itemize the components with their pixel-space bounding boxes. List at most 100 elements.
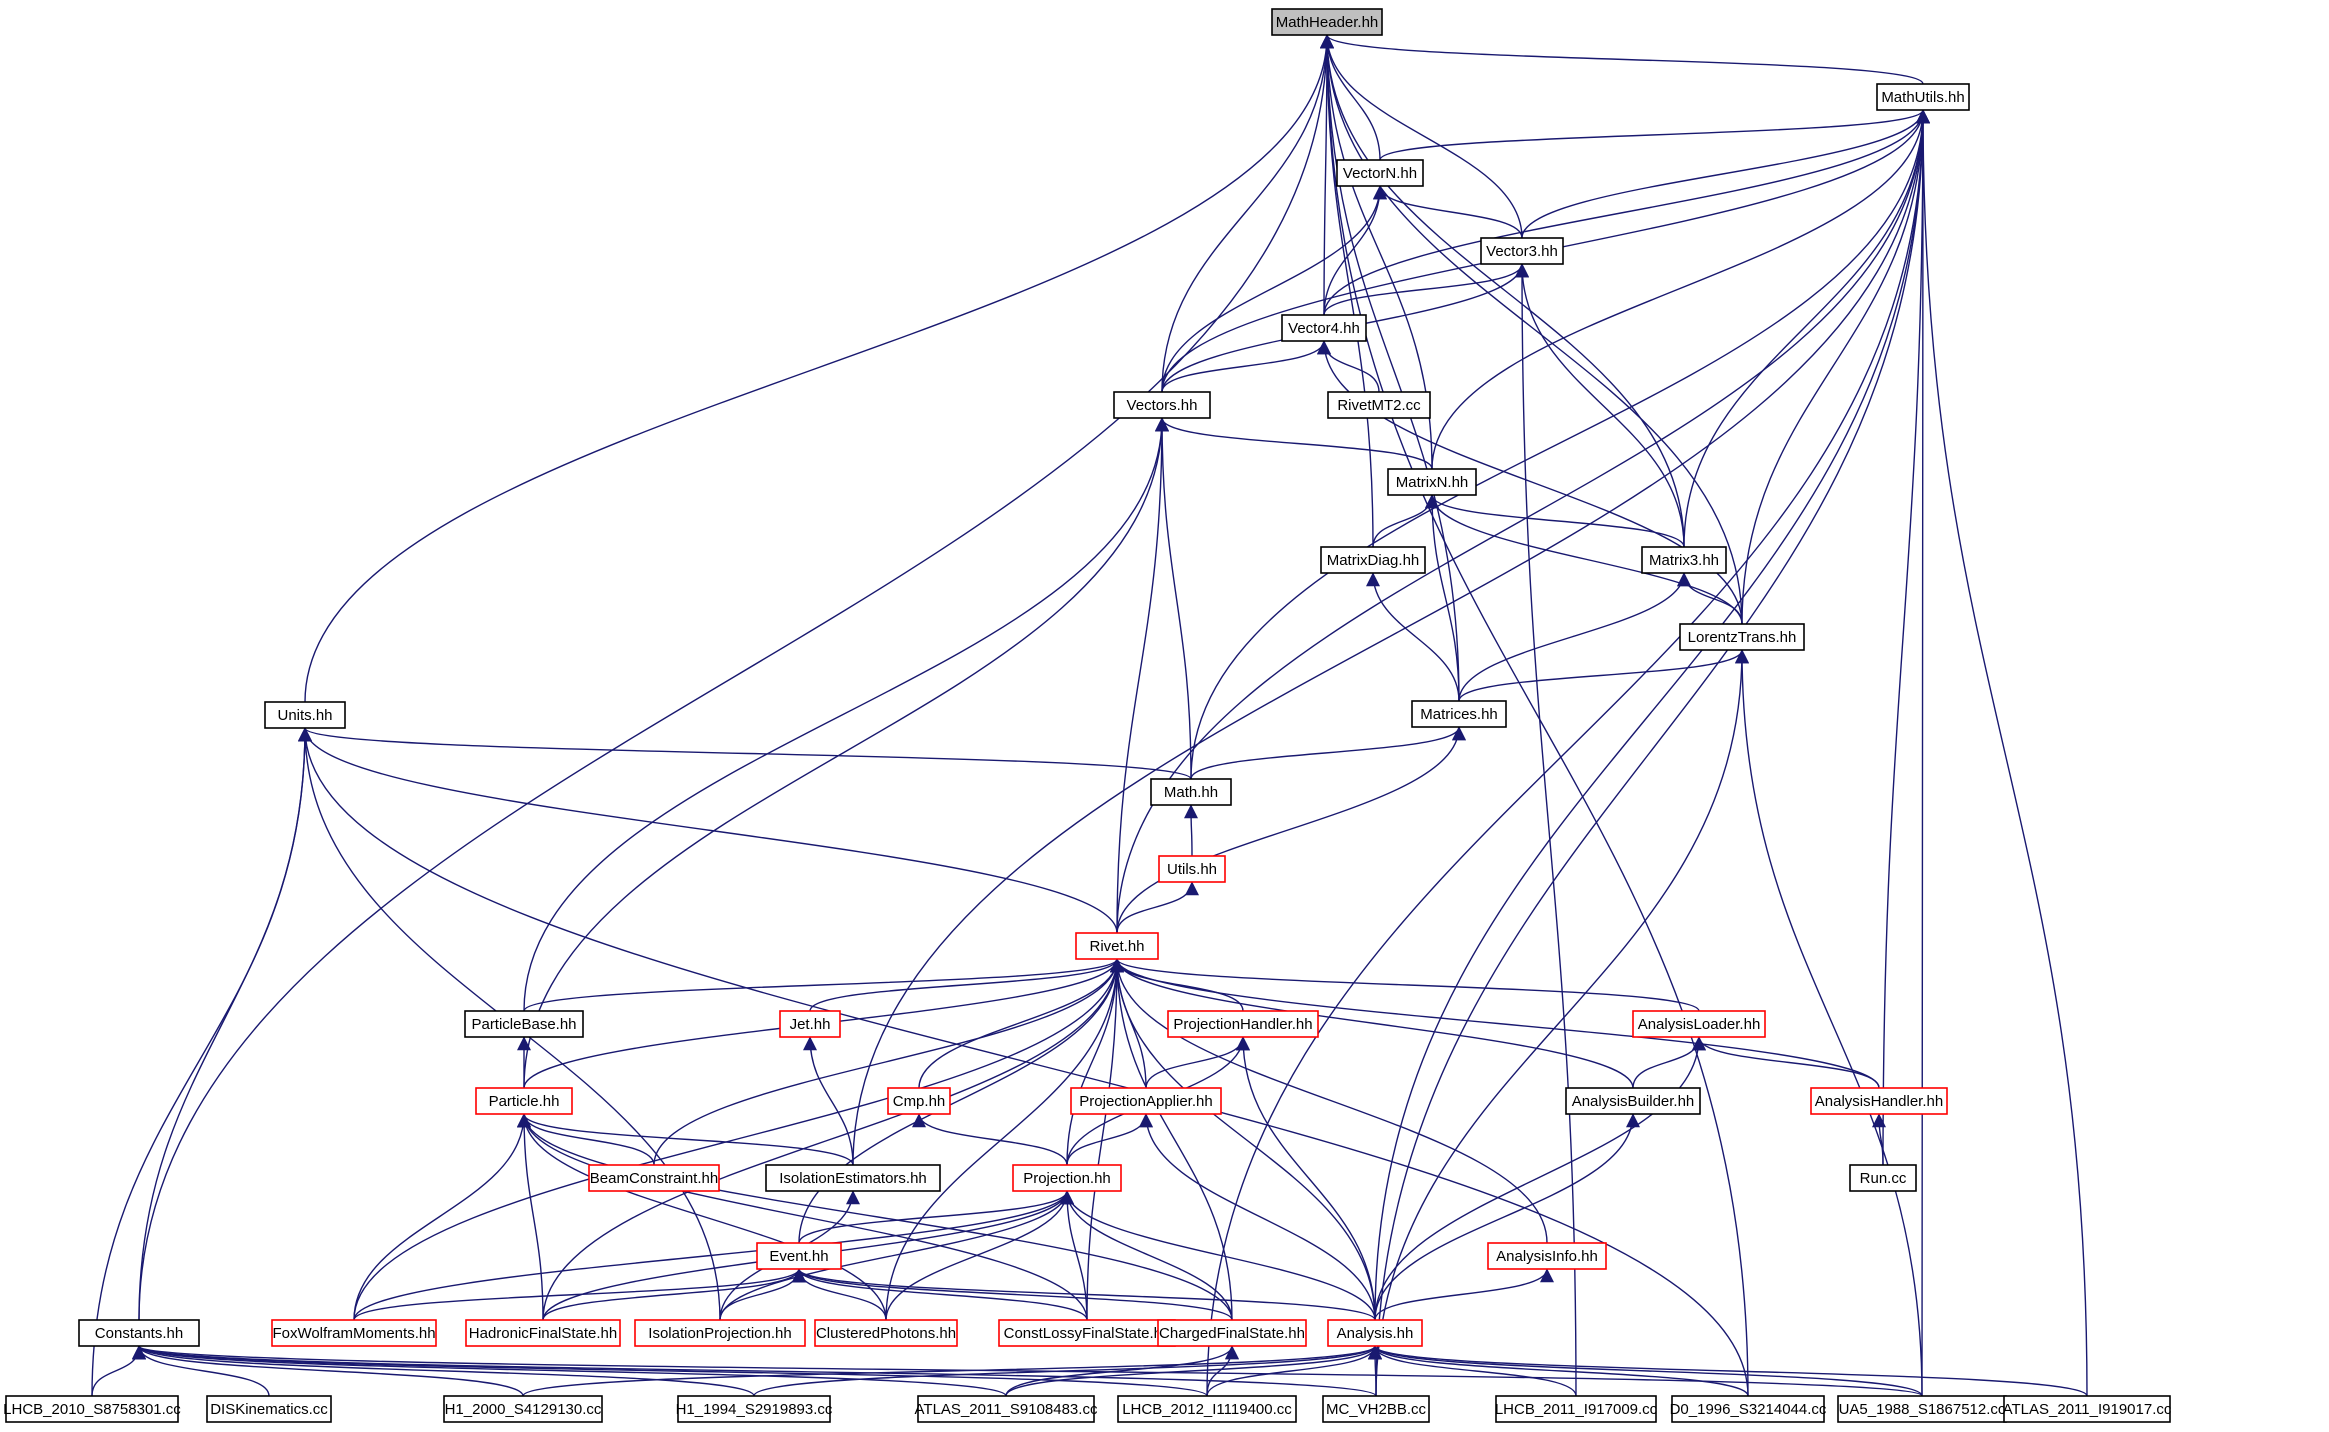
node-run[interactable]: Run.cc [1849,1164,1917,1192]
edge-math-to-matrices [1190,726,1466,780]
edge-clusteredphotons-to-projection [885,1190,1074,1321]
edge-analysisloader-to-rivet [1110,958,1700,1012]
edge-h12000-to-analysis [522,1345,1382,1397]
node-box [1849,1164,1917,1192]
node-cmp[interactable]: Cmp.hh [887,1087,951,1115]
node-lhcb2012[interactable]: LHCB_2012_I1119400.cc [1117,1395,1297,1423]
edge-particlebase-to-vectors [523,417,1169,1012]
node-box [5,1395,179,1423]
edge-atlas2011s-to-analysis [1005,1345,1382,1397]
node-jet[interactable]: Jet.hh [779,1010,841,1038]
node-box [887,1087,951,1115]
node-hadronicfs[interactable]: HadronicFinalState.hh [465,1319,621,1347]
node-projectionapplier[interactable]: ProjectionApplier.hh [1070,1087,1222,1115]
node-box [2003,1395,2171,1423]
node-label: BeamConstraint.hh [590,1170,718,1187]
node-ua51988[interactable]: UA5_1988_S1867512.cc [1837,1395,2007,1423]
node-label: IsolationProjection.hh [648,1325,791,1342]
edge-hadronicfs-to-rivet [542,958,1124,1321]
edge-vector4-to-vectorn [1323,185,1387,316]
node-analysisinfo[interactable]: AnalysisInfo.hh [1487,1242,1607,1270]
node-particlebase[interactable]: ParticleBase.hh [464,1010,584,1038]
node-label: VectorN.hh [1343,165,1417,182]
node-mathheader[interactable]: MathHeader.hh [1271,8,1383,36]
node-label: FoxWolframMoments.hh [272,1325,435,1342]
node-constants[interactable]: Constants.hh [78,1319,200,1347]
edge-foxwolfram-to-particle [353,1113,531,1321]
node-math[interactable]: Math.hh [1150,778,1232,806]
node-vectorn[interactable]: VectorN.hh [1336,159,1424,187]
node-rivet[interactable]: Rivet.hh [1075,932,1159,960]
node-isolationestimators[interactable]: IsolationEstimators.hh [765,1164,941,1192]
node-diskinematics[interactable]: DISKinematics.cc [206,1395,332,1423]
node-rivetmt2[interactable]: RivetMT2.cc [1327,391,1431,419]
node-box [765,1164,941,1192]
edge-matrixn-to-mathutils [1431,109,1930,470]
edge-lorentztrans-to-matrixn [1425,494,1743,625]
node-box [1336,159,1424,187]
node-analysishandler[interactable]: AnalysisHandler.hh [1810,1087,1948,1115]
node-vectors[interactable]: Vectors.hh [1113,391,1211,419]
node-beamconstraint[interactable]: BeamConstraint.hh [588,1164,720,1192]
node-isolationprojection[interactable]: IsolationProjection.hh [634,1319,806,1347]
node-atlas2011i[interactable]: ATLAS_2011_I919017.cc [2003,1395,2172,1423]
node-matrices[interactable]: Matrices.hh [1411,700,1507,728]
node-vector4[interactable]: Vector4.hh [1281,314,1367,342]
node-matrix3[interactable]: Matrix3.hh [1641,546,1727,574]
node-constlossyfs[interactable]: ConstLossyFinalState.hh [998,1319,1176,1347]
node-box [465,1319,621,1347]
edge-h12000-to-constants [132,1345,524,1397]
node-chargedfs[interactable]: ChargedFinalState.hh [1157,1319,1307,1347]
node-box [206,1395,332,1423]
node-box [1117,1395,1297,1423]
node-d01996[interactable]: D0_1996_S3214044.cc [1670,1395,1827,1423]
node-box [1641,546,1727,574]
edge-h11994-to-analysis [753,1345,1382,1397]
edge-particle-to-vectors [523,417,1169,1089]
node-particle[interactable]: Particle.hh [475,1087,573,1115]
node-label: H1_1994_S2919893.cc [676,1401,833,1418]
node-event[interactable]: Event.hh [756,1242,842,1270]
node-box [1480,237,1564,265]
node-box [1327,391,1431,419]
edge-cmp-to-rivet [918,958,1124,1089]
edge-lhcb2010-to-constants [91,1345,146,1397]
edge-ua51988-to-lorentztrans [1735,649,1923,1397]
node-label: Analysis.hh [1337,1325,1414,1342]
node-lorentztrans[interactable]: LorentzTrans.hh [1679,623,1805,651]
node-lhcb2011[interactable]: LHCB_2011_I917009.cc [1495,1395,1658,1423]
node-label: HadronicFinalState.hh [469,1325,617,1342]
node-mcvh2bb[interactable]: MC_VH2BB.cc [1322,1395,1430,1423]
node-box [271,1319,437,1347]
node-matrixn[interactable]: MatrixN.hh [1387,468,1477,496]
node-box [814,1319,958,1347]
edge-analysis-to-projection [1060,1190,1376,1321]
edge-vector3-to-mathheader [1320,34,1523,239]
node-h12000[interactable]: H1_2000_S4129130.cc [443,1395,603,1423]
edge-atlas2011i-to-analysis [1368,1345,2088,1397]
node-h11994[interactable]: H1_1994_S2919893.cc [676,1395,833,1423]
node-foxwolfram[interactable]: FoxWolframMoments.hh [271,1319,437,1347]
node-lhcb2010[interactable]: LHCB_2010_S8758301.cc [3,1395,181,1423]
node-projectionhandler[interactable]: ProjectionHandler.hh [1167,1010,1319,1038]
edge-analysis-to-mathutils [1374,109,1930,1321]
node-analysis[interactable]: Analysis.hh [1327,1319,1423,1347]
edge-rivet-to-units [298,727,1118,934]
node-utils[interactable]: Utils.hh [1158,855,1226,883]
node-box [1322,1395,1430,1423]
edge-run-to-mathutils [1882,109,1930,1166]
edge-projection-to-cmp [912,1113,1068,1166]
node-clusteredphotons[interactable]: ClusteredPhotons.hh [814,1319,958,1347]
node-label: AnalysisBuilder.hh [1572,1093,1695,1110]
node-label: LHCB_2010_S8758301.cc [3,1401,181,1418]
node-analysisbuilder[interactable]: AnalysisBuilder.hh [1565,1087,1701,1115]
node-atlas2011s[interactable]: ATLAS_2011_S9108483.cc [915,1395,1098,1423]
edge-vectorn-to-mathutils [1379,109,1930,161]
node-mathutils[interactable]: MathUtils.hh [1876,83,1970,111]
node-analysisloader[interactable]: AnalysisLoader.hh [1632,1010,1766,1038]
node-units[interactable]: Units.hh [264,701,346,729]
node-projection[interactable]: Projection.hh [1012,1164,1122,1192]
node-vector3[interactable]: Vector3.hh [1480,237,1564,265]
node-matrixdiag[interactable]: MatrixDiag.hh [1320,546,1426,574]
